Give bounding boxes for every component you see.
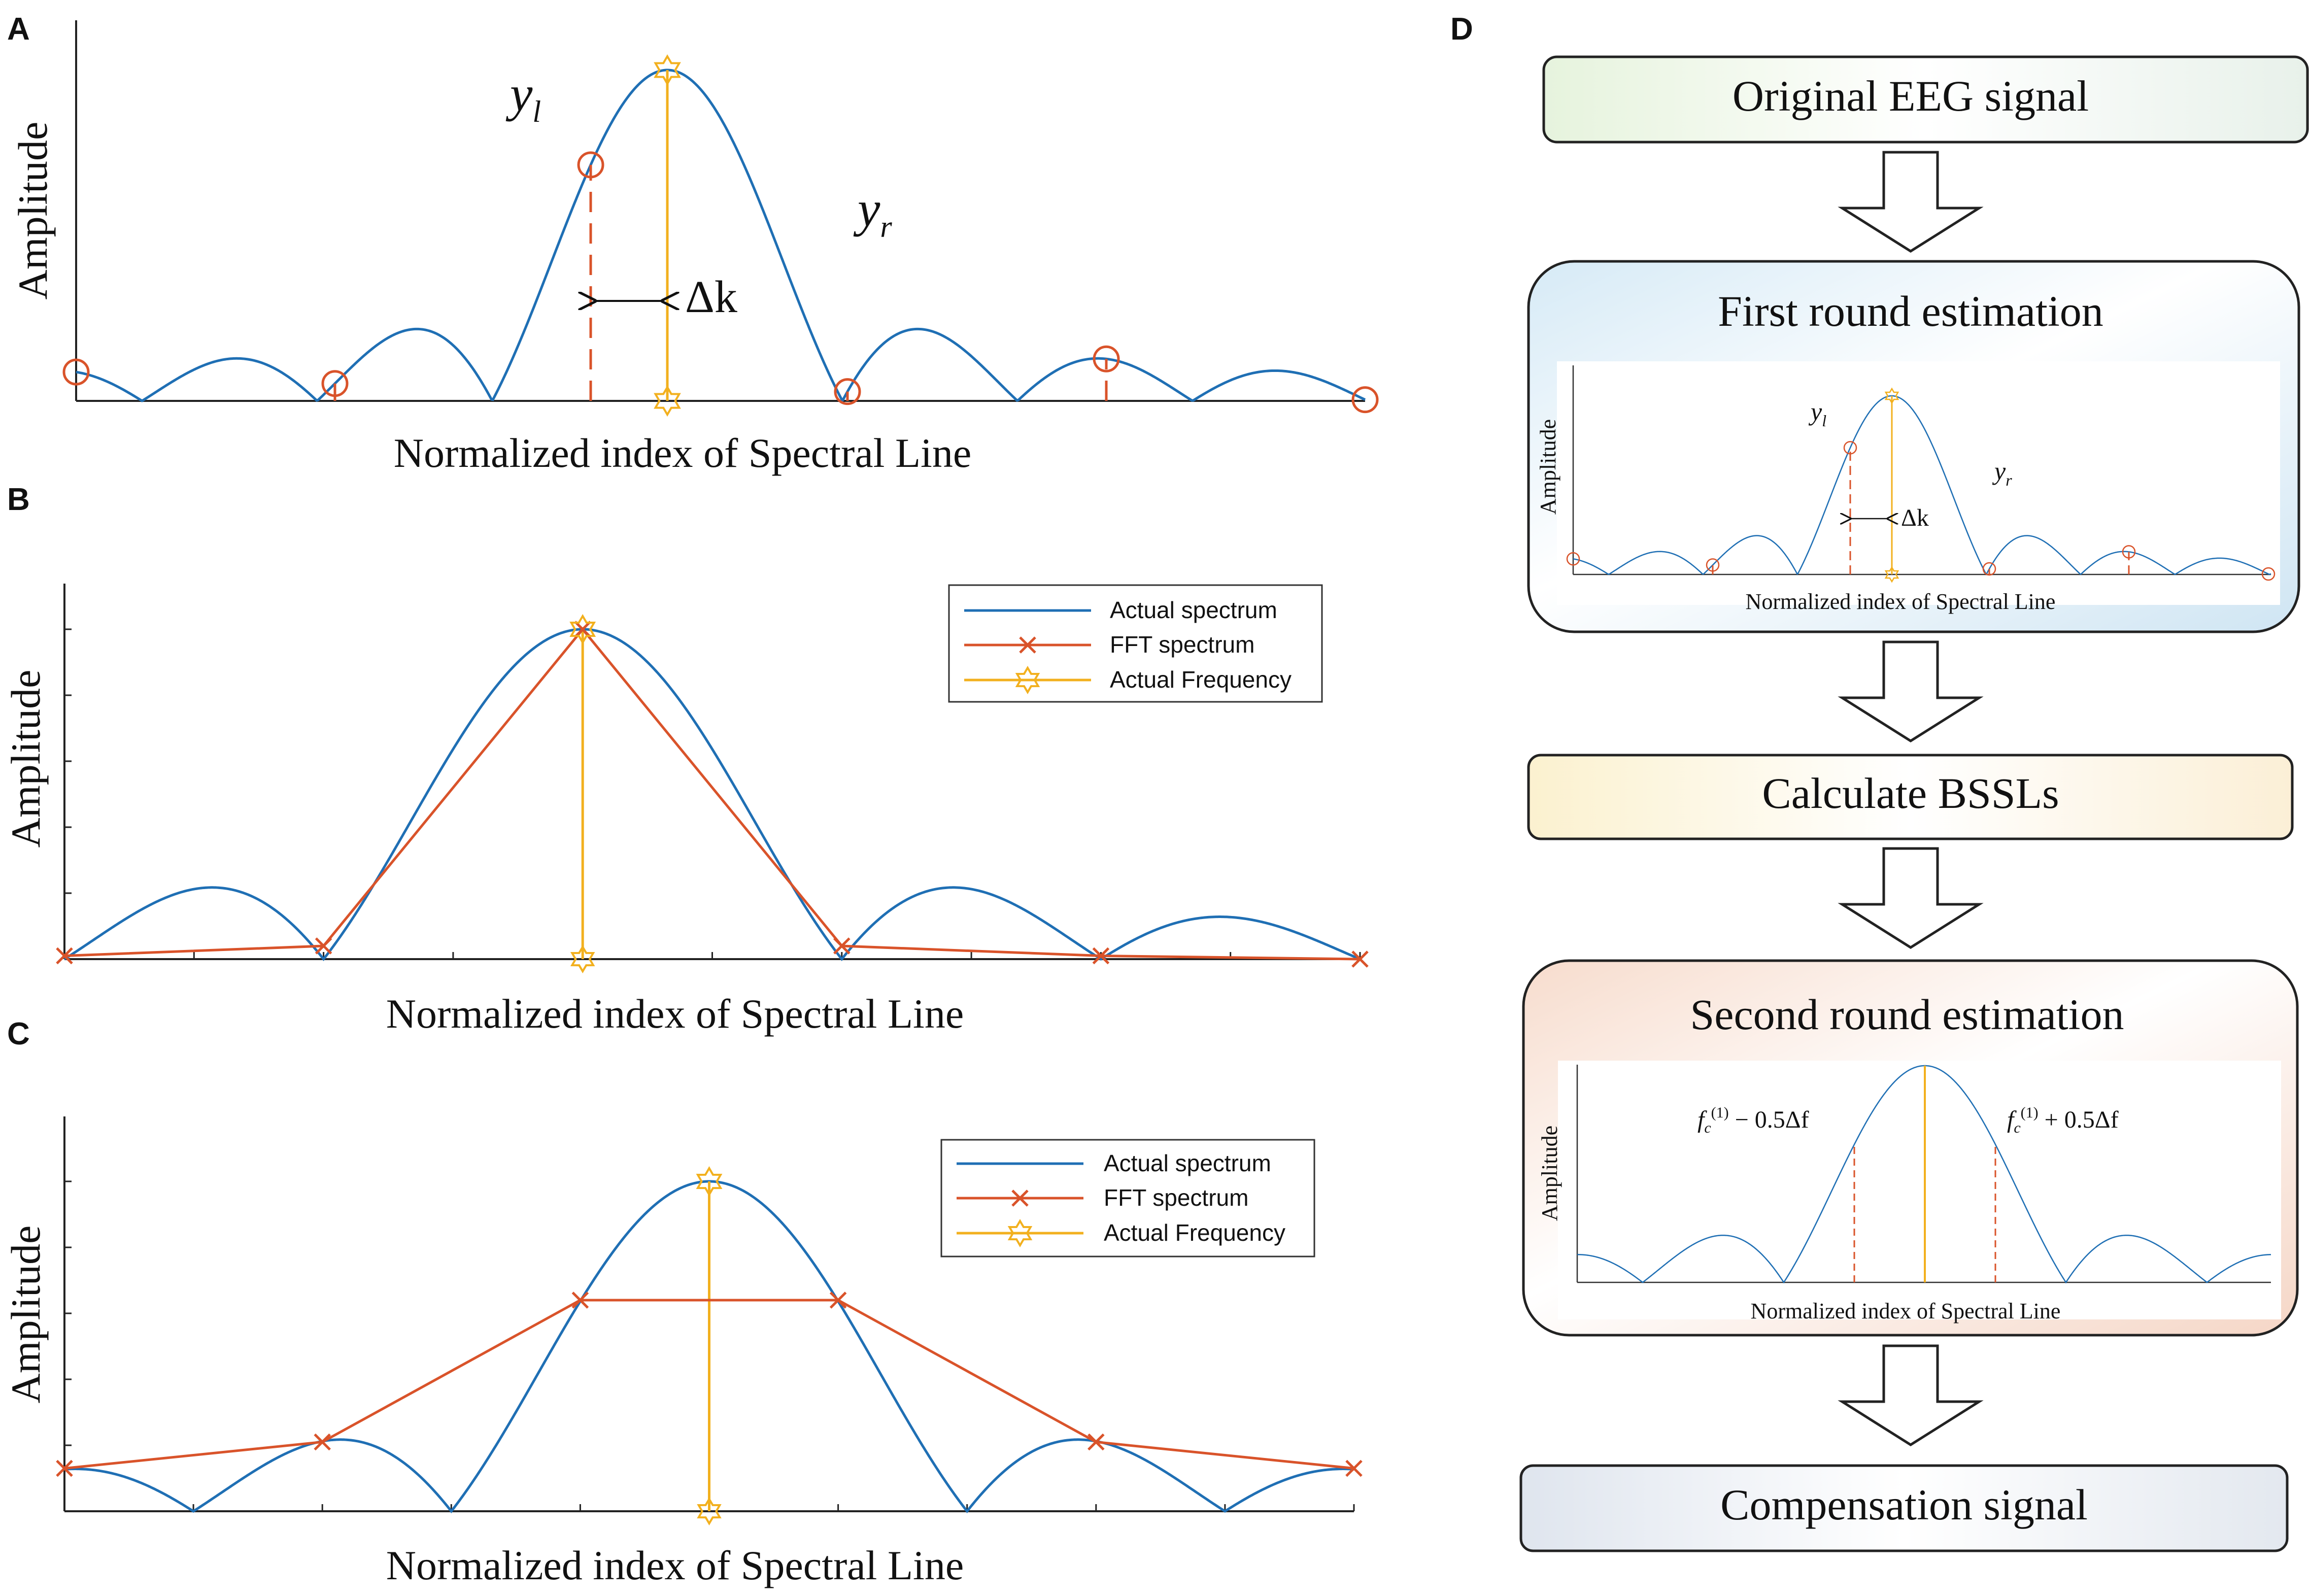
flow-box-original-signal [1542, 55, 2309, 144]
panel-c-fft-point [829, 1292, 847, 1309]
inset1-peak-star [1884, 387, 1899, 404]
panel-b-fft-point [833, 937, 851, 955]
panel-c-fft-point [56, 1459, 73, 1477]
panel-b-ylabel: Amplitude [3, 670, 49, 848]
flow-text-original-signal: Original EEG signal [1733, 72, 2089, 120]
inset2-left-label: fc(1) − 0.5Δf [1697, 1104, 1809, 1136]
inset1-sample-marker [1982, 562, 1996, 576]
panel-a-chart: Normalized index of Spectral Line Amplit… [10, 20, 1379, 476]
panel-c-legend-frequency: Actual Frequency [1104, 1219, 1285, 1246]
panel-b-fft-point [315, 937, 332, 955]
inset1-sample-marker [1843, 440, 1857, 455]
panel-label-c: C [7, 1016, 30, 1051]
inset2-xlabel: Normalized index of Spectral Line [1751, 1299, 2061, 1323]
panel-a-sample-marker [62, 358, 90, 386]
panel-c-chart: Normalized index of Spectral Line Amplit… [3, 1116, 1363, 1588]
panel-c-legend-star-marker [1007, 1219, 1033, 1247]
flow-text-first-round: First round estimation [1718, 287, 2103, 335]
panel-c-fft-point [1088, 1433, 1105, 1451]
panel-c-base-star [697, 1497, 722, 1525]
flow-arrow-4 [1838, 1344, 1984, 1446]
panel-a-peak-star [654, 54, 681, 86]
inset2-ylabel: Amplitude [1537, 1126, 1562, 1221]
panel-a-base-star [654, 385, 681, 417]
flow-text-calculate-bssls: Calculate BSSLs [1762, 769, 2059, 818]
panel-label-b: B [7, 482, 30, 517]
panel-a-sample-marker [577, 151, 604, 179]
inset1-background [1557, 361, 2280, 605]
inset1-yl-label: yl [1808, 397, 1826, 430]
panel-c-fft-point [314, 1433, 331, 1451]
panel-c-fft-spectrum [64, 1299, 1354, 1470]
flow-arrow-2 [1838, 640, 1984, 742]
inset1-delta-k-label: Δk [1901, 504, 1929, 531]
inset1-xlabel: Normalized index of Spectral Line [1746, 589, 2056, 614]
inset1-sample-marker [1706, 558, 1720, 572]
panel-c-legend: Actual spectrum FFT spectrum Actual Freq… [940, 1139, 1315, 1258]
panel-a-sample-marker [321, 370, 349, 397]
inset1-ylabel: Amplitude [1536, 419, 1560, 515]
panel-a-ylabel: Amplitude [10, 122, 56, 300]
flow-text-second-round: Second round estimation [1690, 990, 2124, 1039]
inset1-chart: Amplitude Normalized index of Spectral L… [1536, 365, 2276, 614]
panel-c-legend-fft: FFT spectrum [1104, 1184, 1248, 1211]
panel-b-fft-spectrum [64, 627, 1361, 961]
panel-a-yr-label: yr [853, 181, 892, 244]
flow-box-compensation [1519, 1464, 2289, 1552]
panel-a-yl-label: yl [505, 65, 541, 128]
inset1-sample-marker [1566, 552, 1580, 566]
panel-c-fft-point [571, 1292, 589, 1309]
panel-c-fft-point [1345, 1459, 1363, 1477]
panel-b-actual-spectrum [63, 628, 1361, 962]
inset2-chart: Amplitude Normalized index of Spectral L… [1537, 1065, 2271, 1323]
panel-c-xlabel: Normalized index of Spectral Line [386, 1542, 964, 1588]
panel-c-legend-actual: Actual spectrum [1104, 1150, 1271, 1176]
panel-c-legend-x-marker [1011, 1190, 1029, 1207]
panel-b-xlabel: Normalized index of Spectral Line [386, 991, 964, 1037]
panel-b-legend-x-marker [1019, 636, 1036, 654]
panel-b-chart: Normalized index of Spectral Line Amplit… [3, 584, 1369, 1037]
panel-a-xlabel: Normalized index of Spectral Line [394, 430, 971, 476]
inset2-background [1558, 1061, 2281, 1319]
inset2-right-label: fc(1) + 0.5Δf [2007, 1104, 2119, 1136]
panel-b-fft-point [574, 621, 591, 638]
panel-b-fft-point [1351, 950, 1369, 968]
panel-b-base-star [570, 945, 595, 973]
panel-b-fft-point [1092, 947, 1110, 965]
flow-arrow-3 [1838, 847, 1984, 949]
panel-b-legend-frequency: Actual Frequency [1110, 666, 1292, 693]
panel-d-flowchart: Original EEG signal First round estimati… [1519, 55, 2309, 1552]
panel-b-peak-star [569, 614, 596, 644]
flow-arrow-1 [1838, 151, 1984, 253]
inset1-yr-label: yr [1992, 457, 2012, 489]
panel-a-sample-marker [1093, 345, 1120, 372]
inset1-sample-marker [2261, 567, 2276, 581]
panel-c-ylabel: Amplitude [3, 1226, 49, 1404]
inset1-base-star [1884, 566, 1899, 583]
inset1-actual-spectrum [1573, 395, 2271, 575]
panel-a-delta-k-label: Δk [685, 272, 737, 322]
panel-b-legend: Actual spectrum FFT spectrum Actual Freq… [948, 584, 1323, 703]
flow-box-calculate-bssls [1527, 754, 2294, 840]
panel-label-d: D [1450, 12, 1473, 47]
panel-a-actual-spectrum [76, 69, 1366, 403]
panel-b-legend-actual: Actual spectrum [1110, 597, 1277, 623]
panel-b-fft-point [56, 947, 73, 965]
flow-text-compensation: Compensation signal [1720, 1480, 2088, 1529]
panel-b-legend-fft: FFT spectrum [1110, 631, 1254, 658]
panel-c-peak-star [696, 1166, 723, 1197]
inset1-sample-marker [2122, 545, 2136, 559]
panel-a-sample-marker [834, 378, 861, 405]
panel-a-sample-marker [1351, 386, 1379, 414]
panel-label-a: A [7, 12, 30, 47]
panel-b-legend-star-marker [1015, 666, 1040, 694]
